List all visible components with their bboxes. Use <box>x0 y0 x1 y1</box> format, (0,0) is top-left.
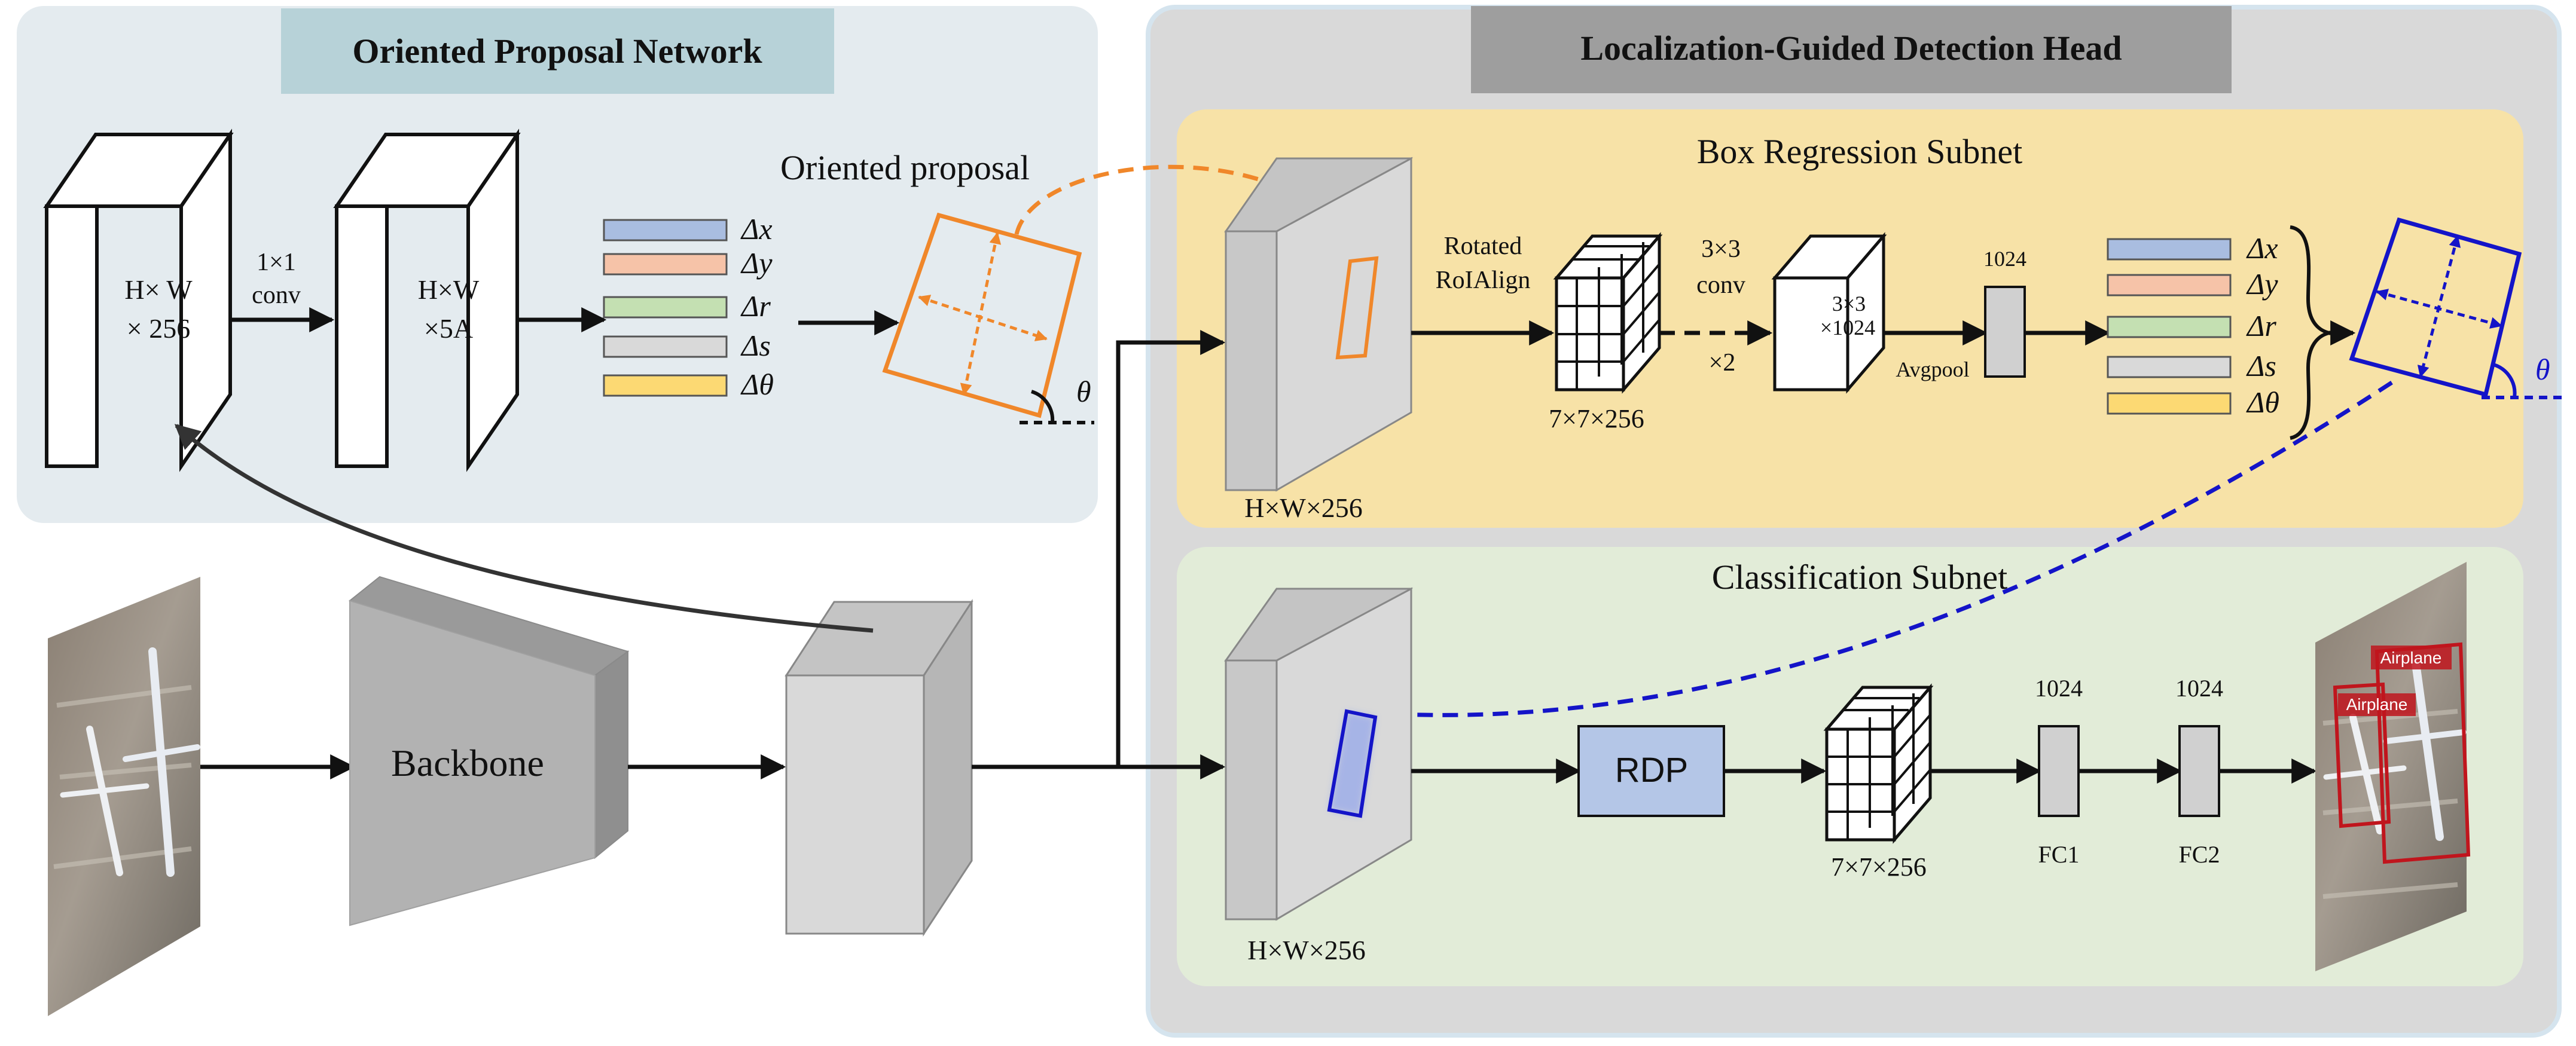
head-title-bar <box>1471 6 2232 93</box>
head-delta-label: Δθ <box>2246 386 2279 419</box>
input-image <box>48 577 200 1016</box>
opn-delta-label: Δx <box>740 212 773 246</box>
oriented-proposal-label: Oriented proposal <box>780 148 1030 187</box>
box-fc-label: 1024 <box>1983 247 2026 271</box>
head-delta-bar <box>2107 356 2232 378</box>
head-delta-label: Δy <box>2246 267 2278 301</box>
fc2-block <box>2178 725 2220 817</box>
box-conv-times: ×2 <box>1709 349 1736 377</box>
opn-title: Oriented Proposal Network <box>352 32 762 71</box>
fc1-block <box>2038 725 2080 817</box>
opn-feat1-line2: × 256 <box>127 313 190 344</box>
oriented-proposal-box <box>882 212 1082 418</box>
opn-feat2-line1: H×W <box>418 274 480 305</box>
opn-delta-list: Δx Δy Δr Δs Δθ <box>603 212 774 401</box>
rdp-label: RDP <box>1615 751 1688 790</box>
fc1-label: FC1 <box>2038 841 2080 868</box>
opn-panel <box>17 6 1098 523</box>
opn-delta-bar <box>603 335 728 358</box>
box-conv-feature: 3×3 ×1024 <box>1771 232 1887 394</box>
box-roi-proposal <box>1335 256 1379 360</box>
cls-grid-label: 7×7×256 <box>1831 852 1927 882</box>
cls-roi-grid <box>1823 683 1934 844</box>
regressed-box <box>2349 217 2522 397</box>
proposal-angle-arc <box>1031 390 1055 423</box>
opn-conv-line1: 1×1 <box>257 249 296 276</box>
box-roi-grid <box>1553 232 1663 394</box>
head-delta-bar <box>2107 274 2232 296</box>
opn-conv-line2: conv <box>252 282 301 309</box>
opn-feature-map-1: H× W × 256 <box>43 129 234 472</box>
head-delta-bar <box>2107 238 2232 261</box>
head-delta-bar <box>2107 316 2232 338</box>
opn-delta-label: Δy <box>740 246 773 280</box>
head-title: Localization-Guided Detection Head <box>1580 29 2122 68</box>
opn-delta-bar <box>603 374 728 397</box>
backbone-block: Backbone <box>348 576 630 926</box>
cls-subnet-title: Classification Subnet <box>1712 558 2008 597</box>
regressed-angle-arc <box>2493 363 2517 398</box>
detection-label: Airplane <box>2380 649 2442 667</box>
opn-feature-map-2: H×W ×5A <box>333 129 521 472</box>
roi-align-line2: RoIAlign <box>1436 267 1531 294</box>
opn-delta-bar <box>603 219 728 241</box>
roi-align-line1: Rotated <box>1444 233 1522 260</box>
output-image: Airplane Airplane <box>2315 562 2471 971</box>
opn-delta-bar <box>603 253 728 276</box>
box-fc-block <box>1984 286 2026 378</box>
box-conv-feat-line1: 3×3 <box>1832 292 1866 316</box>
feature-to-box-subnet-arrow <box>972 330 1226 769</box>
head-delta-label: Δr <box>2246 309 2276 342</box>
box-feat-label: H×W×256 <box>1244 493 1363 523</box>
opn-feat1-line1: H× W <box>124 274 193 305</box>
head-delta-bar <box>2107 392 2232 415</box>
feature-to-opn-arrow <box>174 424 874 633</box>
box-subnet-title: Box Regression Subnet <box>1697 132 2023 171</box>
proposal-theta: θ <box>1076 375 1091 408</box>
backbone-feature-map <box>785 598 973 937</box>
head-delta-list: Δx Δy Δr Δs Δθ <box>2107 231 2279 419</box>
backbone-label: Backbone <box>391 742 544 784</box>
detection-label: Airplane <box>2346 695 2408 714</box>
opn-feat2-line2: ×5A <box>424 313 473 344</box>
box-conv-line2: conv <box>1696 271 1745 299</box>
opn-delta-label: Δθ <box>740 368 774 401</box>
avgpool-label: Avgpool <box>1896 357 1969 381</box>
fc2-label: FC2 <box>2179 841 2220 868</box>
box-conv-line1: 3×3 <box>1701 235 1741 263</box>
box-feature-map <box>1224 157 1413 492</box>
opn-delta-label: Δr <box>740 289 771 323</box>
fc1-top-label: 1024 <box>2035 675 2083 702</box>
regressed-theta: θ <box>2535 353 2550 386</box>
head-delta-label: Δs <box>2246 349 2276 383</box>
opn-delta-label: Δs <box>740 329 771 362</box>
opn-title-bar <box>281 8 834 94</box>
cls-feat-label: H×W×256 <box>1247 935 1366 965</box>
box-grid-label: 7×7×256 <box>1549 404 1644 433</box>
box-conv-feat-line2: ×1024 <box>1820 316 1875 340</box>
fc2-top-label: 1024 <box>2175 675 2223 702</box>
opn-delta-bar <box>603 296 728 319</box>
head-delta-label: Δx <box>2246 231 2278 265</box>
cls-roi-box <box>1327 709 1378 818</box>
